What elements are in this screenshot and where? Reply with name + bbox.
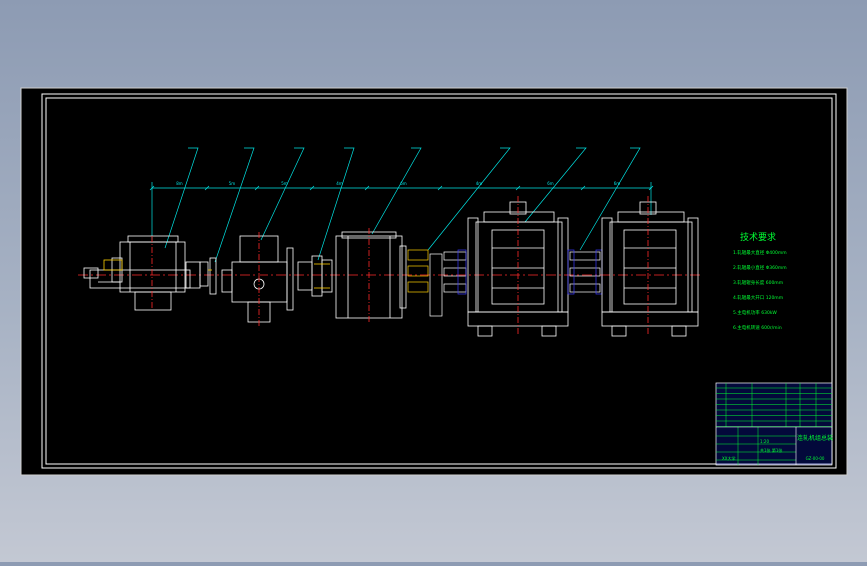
universal-spindles-1 [407, 249, 467, 317]
dimension-tick [437, 185, 443, 191]
dimension-label: 5m [281, 181, 288, 186]
dimension-label: 4m [476, 181, 483, 186]
dimension-tick [309, 185, 315, 191]
part-leader-line [427, 147, 511, 251]
dimension-tick [364, 185, 370, 191]
part-leader-line [214, 147, 255, 263]
part-leader-line [260, 147, 305, 241]
rolling-stand-2 [601, 196, 699, 337]
reducer [221, 232, 294, 326]
dimension-tick [580, 185, 586, 191]
part-leader-line [371, 147, 422, 235]
dimension-tick [648, 185, 654, 191]
dimension-label: 8m [176, 181, 183, 186]
tech-requirement-item: 5.主电机功率 630kW [733, 309, 777, 316]
drawing-sheet [20, 87, 848, 476]
dimension-tick [515, 185, 521, 191]
coupling-1 [199, 257, 217, 295]
title-block-school: XX大学 [722, 455, 735, 461]
part-leader-line [579, 147, 641, 251]
title-block-scale: 1:20 [760, 439, 769, 444]
part-leader-line [317, 147, 355, 261]
title-block: 连轧机组总装 GZ-00-00 1:20 共1张 第1张 XX大学 [715, 382, 833, 466]
tech-requirement-item: 4.轧辊最大开口 120mm [733, 294, 783, 301]
title-block-drawing-no: GZ-00-00 [806, 456, 825, 461]
outer-border [41, 93, 837, 469]
pinion-coupling [297, 255, 333, 297]
dimension-label: 5m [229, 181, 236, 186]
tech-requirement-item: 3.轧辊辊身长度 600mm [733, 279, 783, 286]
part-leader-line [164, 147, 199, 249]
tech-requirement-item: 1.轧辊最大直径 Φ400mm [733, 249, 787, 256]
dimension-tick [204, 185, 210, 191]
tech-requirement-item: 6.主电机转速 600r/min [733, 324, 782, 331]
title-block-title: 连轧机组总装 [797, 434, 833, 442]
dimension-tick [149, 185, 155, 191]
rolling-stand-1 [467, 196, 569, 337]
dimension-label: 6m [547, 181, 554, 186]
dimension-label: 4m [336, 181, 343, 186]
dimension-chain [151, 182, 652, 240]
dimension-tick [254, 185, 260, 191]
tech-requirements-title: 技术要求 [740, 231, 776, 243]
title-block-sheet: 共1张 第1张 [760, 447, 782, 453]
tech-requirements: 技术要求 1.轧辊最大直径 Φ400mm 2.轧辊最小直径 Φ360mm 3.轧辊辊… [733, 231, 787, 331]
dimension-label: 6m [614, 181, 621, 186]
inner-border [45, 97, 833, 465]
part-leader-line [524, 147, 587, 223]
tech-requirement-item: 2.轧辊最小直径 Φ360mm [733, 264, 787, 271]
main-motor [83, 235, 201, 311]
gear-stand [335, 228, 407, 322]
dimension-label: 6m [400, 181, 407, 186]
